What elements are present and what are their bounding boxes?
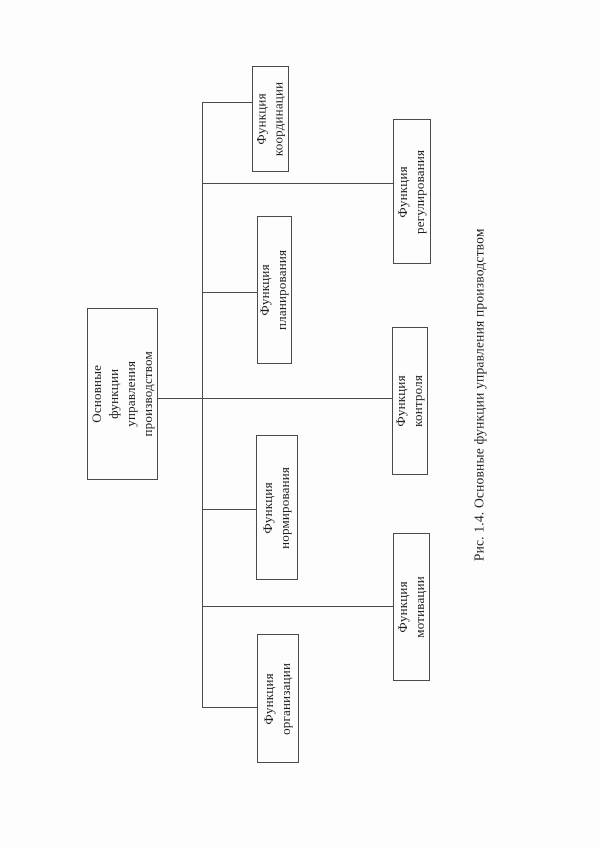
diagram-node-normirovaniya-label: Функция нормирования [260,466,293,549]
diagram-node-motivacii-label: Функция мотивации [394,576,427,638]
connector-branch-koordinacii [202,102,253,103]
connector-branch-motivacii [202,606,393,607]
connector-branch-organizacii [202,707,258,708]
figure-caption: Рис. 1.4. Основные функции управления пр… [471,228,487,562]
connector-trunk [202,102,203,708]
diagram-node-root: Основные функции управления производство… [87,308,158,480]
diagram-node-koordinacii: Функция координации [252,66,289,172]
connector-branch-planirovaniya [202,292,258,293]
diagram-node-kontrolya-label: Функция контроля [393,375,426,427]
diagram-node-koordinacii-label: Функция координации [253,81,286,157]
diagram-node-motivacii: Функция мотивации [393,533,430,681]
diagram-node-kontrolya: Функция контроля [392,327,428,475]
connector-root-to-kontrolya [158,398,393,399]
connector-branch-regulirovaniya [202,183,393,184]
connector-branch-normirovaniya [202,509,257,510]
diagram-node-regulirovaniya: Функция регулирования [393,119,431,264]
diagram-node-organizacii-label: Функция организации [261,662,293,735]
diagram-node-organizacii: Функция организации [257,634,299,763]
diagram-node-regulirovaniya-label: Функция регулирования [395,149,427,234]
diagram-node-planirovaniya-label: Функция планирования [257,249,290,331]
figure-caption-container: Рис. 1.4. Основные функции управления пр… [440,229,518,562]
diagram-node-normirovaniya: Функция нормирования [256,435,298,580]
diagram-node-planirovaniya: Функция планирования [257,216,292,364]
diagram-node-root-label: Основные функции управления производство… [88,351,155,437]
